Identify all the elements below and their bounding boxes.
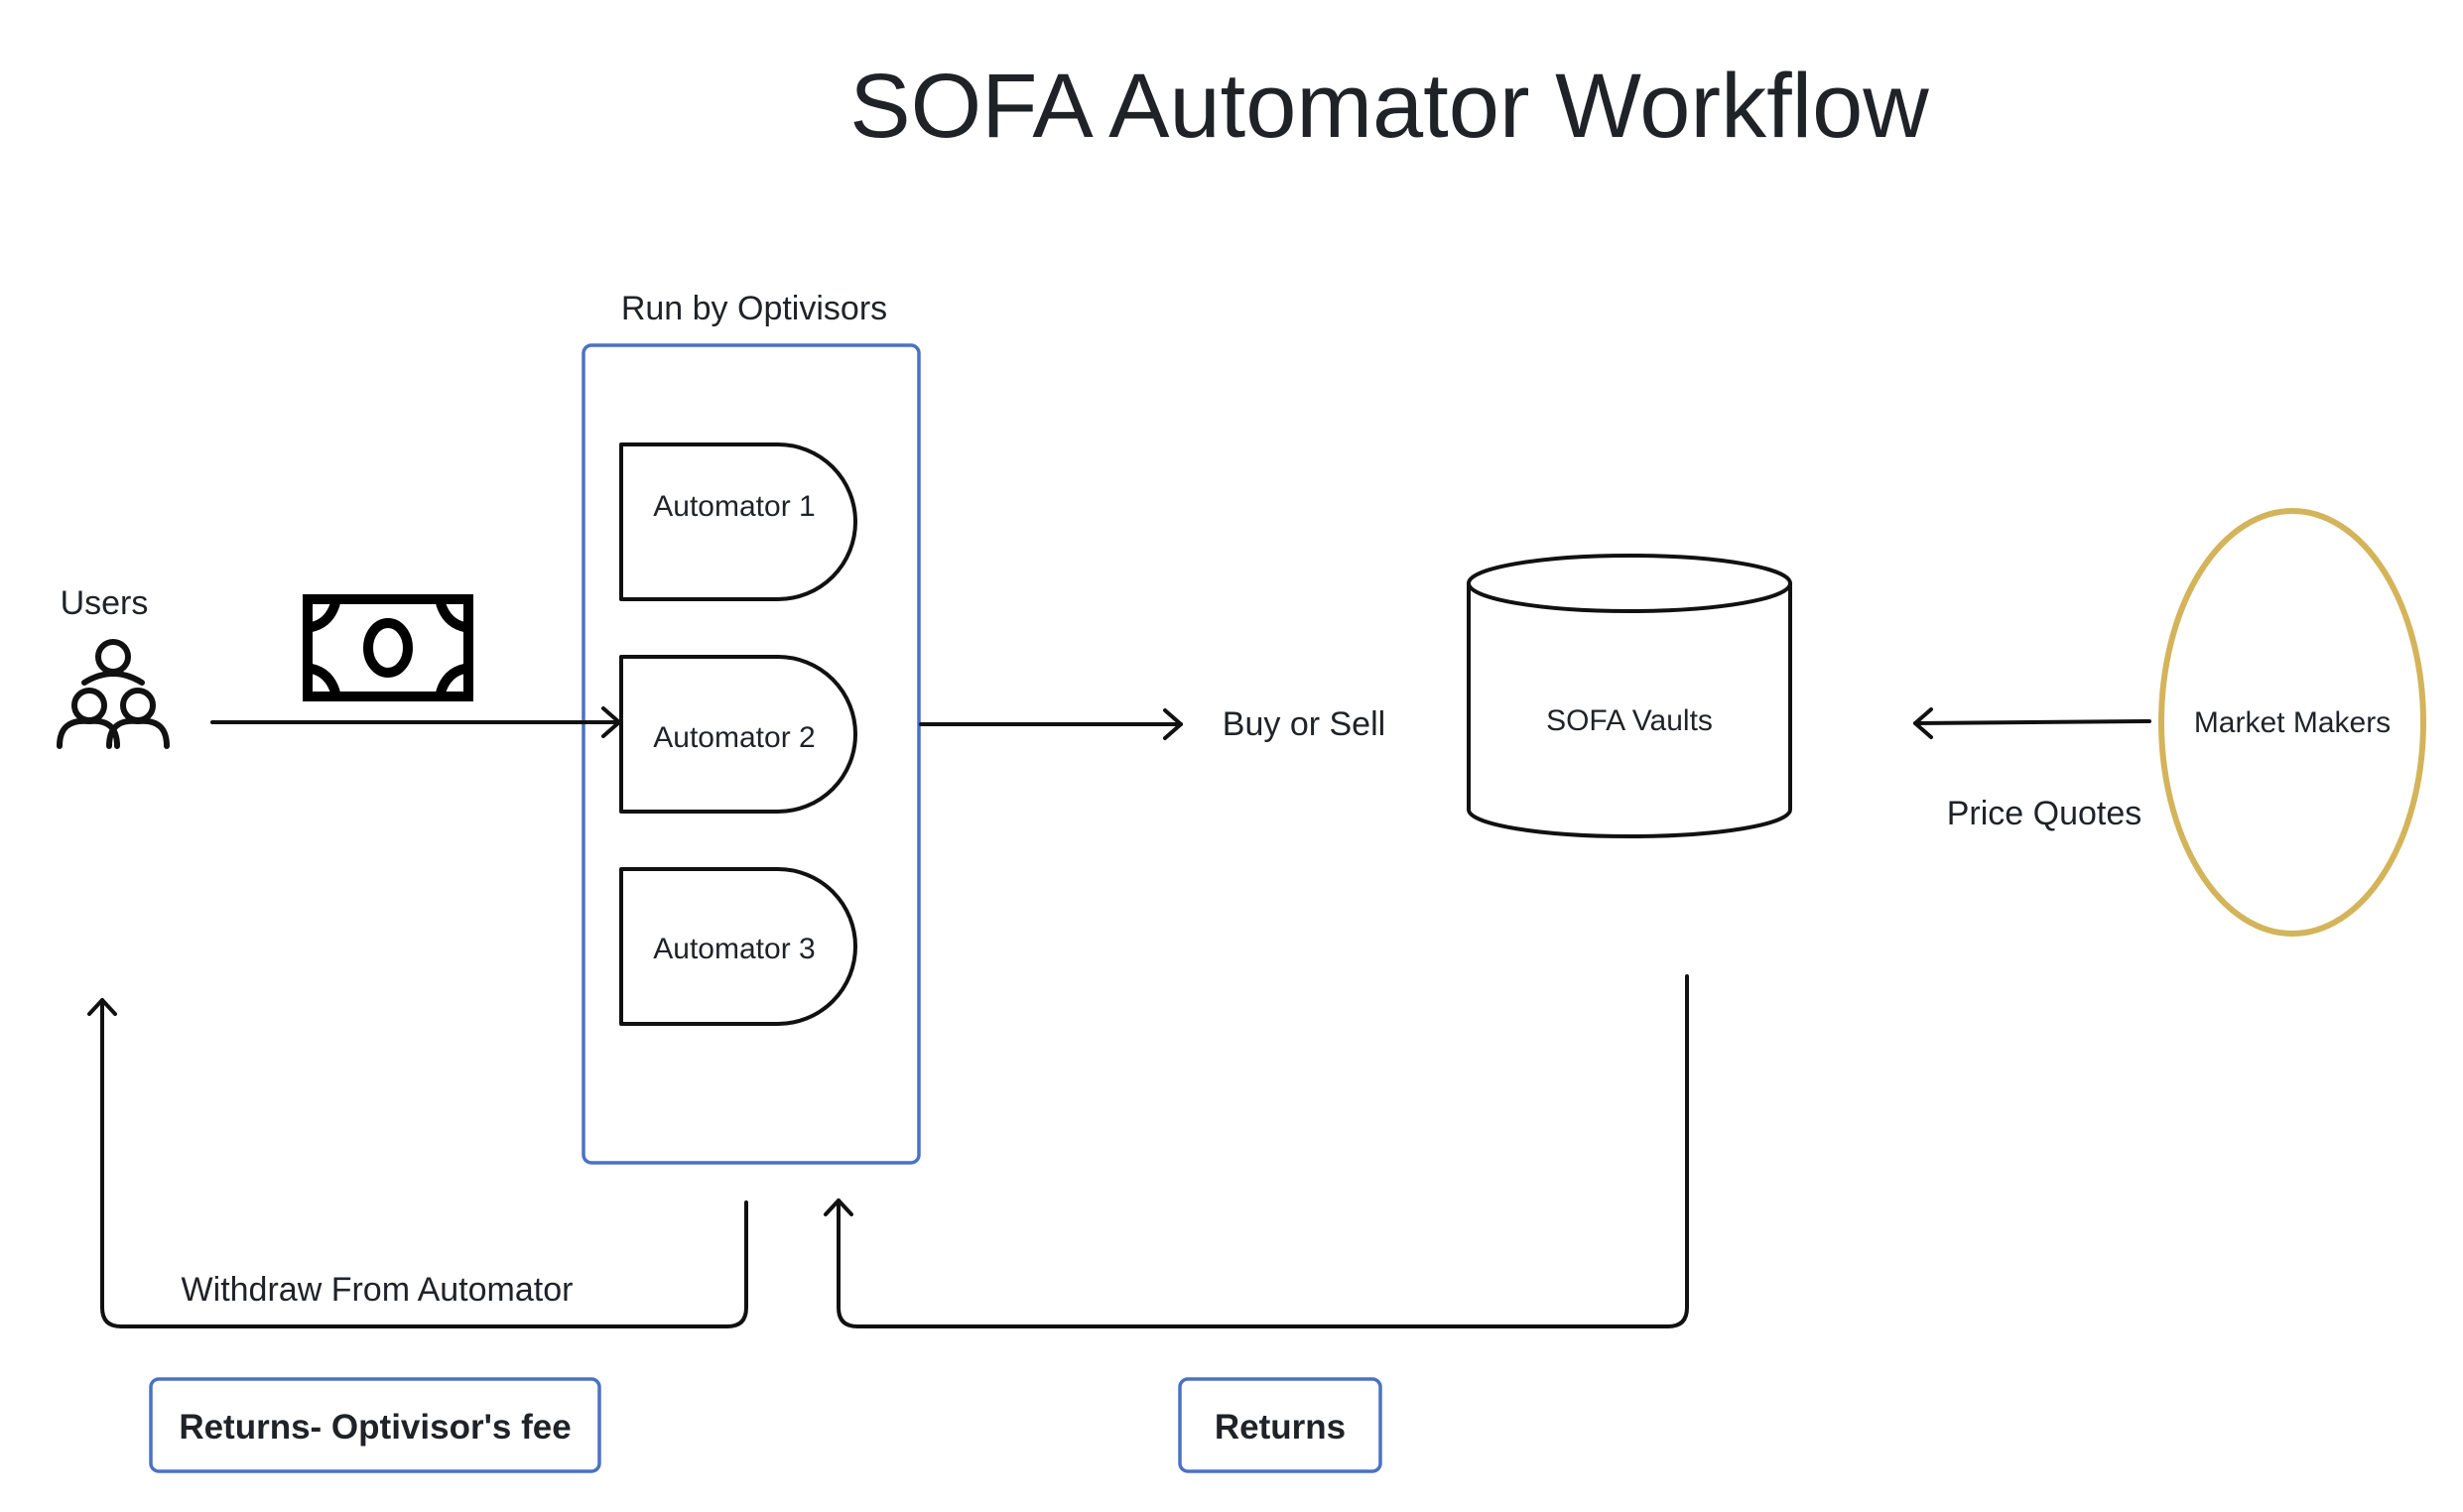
returns-connector	[824, 974, 1689, 1328]
page-title: SOFA Automator Workflow	[849, 56, 1929, 157]
automator-3: Automator 3	[619, 867, 857, 1026]
sofa-vaults-cylinder: SOFA Vaults	[1467, 554, 1792, 838]
users-label: Users	[61, 584, 149, 622]
automator-2-label: Automator 2	[653, 721, 815, 754]
users-group-icon	[57, 639, 170, 749]
banknote-icon	[303, 594, 473, 701]
withdraw-label: Withdraw From Automator	[182, 1271, 574, 1309]
deposit-arrow	[210, 706, 621, 738]
sofa-vaults-label: SOFA Vaults	[1546, 704, 1713, 737]
automator-2: Automator 2	[619, 655, 857, 814]
automator-3-label: Automator 3	[653, 933, 815, 965]
price-quotes-label: Price Quotes	[1947, 795, 2142, 832]
market-makers-label: Market Makers	[2194, 706, 2391, 739]
fee-badge-label: Returns- Optivisor's fee	[179, 1408, 571, 1447]
market-makers-node	[2158, 508, 2426, 937]
automator-1: Automator 1	[619, 442, 857, 601]
buy-sell-label: Buy or Sell	[1223, 705, 1385, 743]
returns-badge: Returns	[1178, 1377, 1382, 1473]
automator-1-label: Automator 1	[653, 490, 815, 523]
container-label: Run by Optivisors	[621, 290, 887, 327]
buy-sell-arrow	[919, 708, 1183, 740]
withdraw-connector	[87, 998, 748, 1328]
price-quotes-arrow	[1913, 707, 2151, 739]
fee-badge: Returns- Optivisor's fee	[149, 1377, 601, 1473]
optivisors-container	[582, 343, 921, 1165]
returns-badge-label: Returns	[1215, 1408, 1346, 1447]
